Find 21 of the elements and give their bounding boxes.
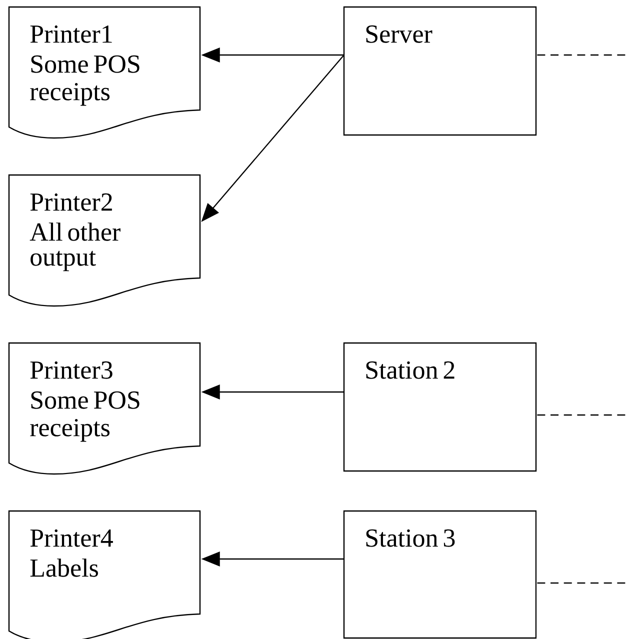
- dashed-line: [537, 414, 628, 416]
- box-title: Printer2: [30, 193, 112, 211]
- box-title: Station 2: [366, 361, 454, 379]
- box-title: Server: [366, 25, 432, 43]
- document-shape: [8, 174, 201, 307]
- box-title: Station 3: [366, 529, 455, 547]
- dashed-line: [537, 582, 628, 584]
- box-title: Printer3: [30, 361, 112, 379]
- process-box: [343, 510, 537, 639]
- dashed-line: [537, 54, 628, 56]
- box-description: Some POS receipts: [30, 55, 140, 106]
- box-description: Some POS receipts: [30, 391, 140, 442]
- process-box: [343, 342, 537, 472]
- box-description: Labels: [30, 558, 98, 577]
- document-shape: [8, 342, 201, 475]
- process-box: [343, 6, 537, 136]
- box-description: All other output: [30, 222, 120, 272]
- box-title: Printer4: [30, 529, 113, 547]
- document-shape: [8, 6, 201, 139]
- document-shape: [8, 510, 201, 639]
- box-title: Printer1: [30, 25, 112, 43]
